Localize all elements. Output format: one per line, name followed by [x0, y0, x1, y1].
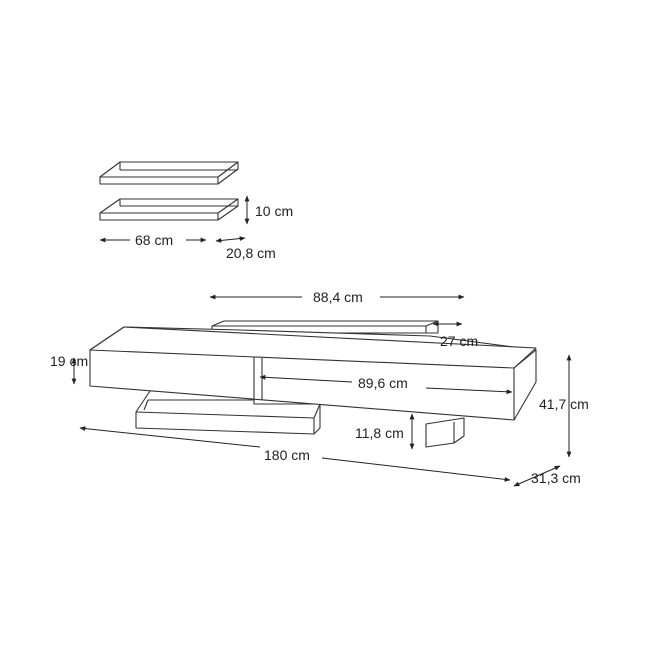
top-shelf-depth-label: 27 cm [440, 333, 478, 349]
drawer-width-label: 89,6 cm [358, 375, 408, 391]
drawer-width-arrow-right [425, 387, 513, 395]
shelf-depth-label: 20,8 cm [226, 245, 276, 261]
total-height-label: 41,7 cm [539, 396, 589, 412]
shelf-width-label: 68 cm [135, 232, 173, 248]
total-depth-arrow [513, 465, 561, 487]
wall-shelf-lower [99, 198, 239, 221]
wall-shelf-upper [99, 161, 239, 185]
total-width-arrow-left [79, 426, 261, 448]
tv-unit-right-leg [425, 417, 465, 448]
total-width-arrow-right [321, 457, 511, 482]
leg-height-label: 11,8 cm [355, 425, 404, 441]
shelf-height-label: 10 cm [255, 203, 293, 219]
shelf-depth-arrow [215, 236, 246, 243]
drawer-width-arrow-left [259, 374, 353, 383]
total-depth-label: 31,3 cm [531, 470, 581, 486]
total-width-label: 180 cm [264, 447, 310, 463]
tv-unit-main-body [89, 326, 537, 421]
top-shelf-width-label: 88,4 cm [313, 289, 363, 305]
left-height-label: 19 cm [50, 353, 88, 369]
